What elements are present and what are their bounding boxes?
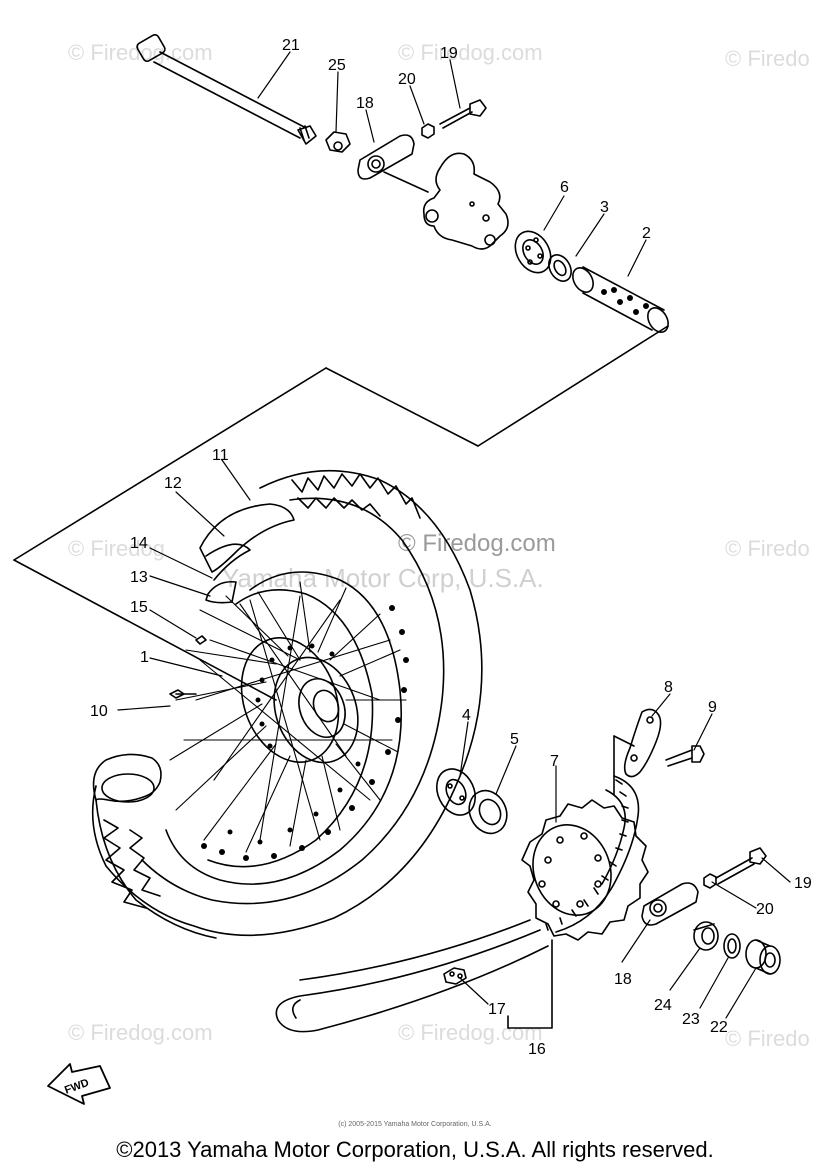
watermark-bottom-right: © Firedo	[725, 1026, 810, 1051]
callout-13: 13	[130, 569, 148, 586]
callout-22: 22	[710, 1019, 728, 1036]
tube-part	[199, 503, 295, 581]
callout-19-top: 19	[440, 45, 458, 62]
watermark-mid-right: © Firedo	[725, 536, 810, 561]
callout-3: 3	[600, 199, 609, 216]
callout-24: 24	[654, 997, 672, 1014]
hub-bearing-part	[435, 768, 477, 816]
callout-4: 4	[462, 707, 471, 724]
callout-6: 6	[560, 179, 569, 196]
rear-wheel-part	[91, 469, 483, 939]
spacer-tube-part	[572, 266, 669, 333]
axle-part	[136, 34, 317, 145]
washer-part	[723, 933, 741, 959]
callout-2: 2	[642, 225, 651, 242]
callout-14: 14	[130, 535, 148, 552]
bolt-part	[439, 99, 487, 129]
callout-1: 1	[140, 649, 149, 666]
bearing-part	[514, 230, 552, 274]
watermark-company: Yamaha Motor Corp, U.S.A.	[222, 563, 544, 593]
collar-right-part	[693, 921, 719, 951]
callout-23: 23	[682, 1011, 700, 1028]
spacer-right-part	[745, 939, 781, 975]
callout-18-top: 18	[356, 95, 374, 112]
callout-7: 7	[550, 753, 559, 770]
callout-15: 15	[130, 599, 148, 616]
chain-puller-right-part	[641, 882, 699, 926]
callout-21: 21	[282, 37, 300, 54]
bracket-part	[422, 152, 509, 250]
fwd-label: FWD	[63, 1077, 91, 1097]
callout-5: 5	[510, 731, 519, 748]
watermark-center: © Firedog.com	[398, 530, 556, 557]
bolt-right-part	[715, 847, 767, 885]
callout-18-bottom: 18	[614, 971, 632, 988]
callout-8: 8	[664, 679, 673, 696]
callout-10: 10	[90, 703, 108, 720]
copyright-notice: ©2013 Yamaha Motor Corporation, U.S.A. A…	[116, 1137, 714, 1162]
nut-part	[421, 123, 435, 139]
oil-seal-part	[468, 789, 508, 835]
callout-16: 16	[528, 1041, 546, 1058]
axle-nut-part	[325, 131, 351, 153]
watermark-mid-left: © Firedog	[68, 536, 165, 561]
callout-12: 12	[164, 475, 182, 492]
lock-plate-part	[613, 708, 662, 795]
watermark-bottom-left: © Firedog.com	[68, 1020, 213, 1045]
collar-part	[548, 254, 572, 282]
callout-20-bottom: 20	[756, 901, 774, 918]
valve-part	[169, 635, 207, 699]
drive-chain-part	[275, 775, 640, 1033]
sprocket-part	[521, 799, 649, 941]
fwd-arrow-icon	[47, 1063, 111, 1105]
callout-25: 25	[328, 57, 346, 74]
master-link-part	[443, 967, 467, 985]
callout-20-top: 20	[398, 71, 416, 88]
fineprint: (c) 2005-2015 Yamaha Motor Corporation, …	[338, 1121, 492, 1128]
rim-band-part	[205, 580, 237, 604]
watermark-bottom-center: © Firedog.com	[398, 1020, 543, 1045]
watermark-top-right: © Firedo	[725, 46, 810, 71]
callout-19-bottom: 19	[794, 875, 812, 892]
chain-puller-part	[357, 134, 415, 180]
sprocket-bolt-part	[665, 745, 705, 767]
callout-11: 11	[212, 447, 229, 464]
watermark-top-center: © Firedog.com	[398, 40, 543, 65]
callout-17: 17	[488, 1001, 506, 1018]
callout-9: 9	[708, 699, 717, 716]
nut-right-part	[703, 873, 717, 889]
